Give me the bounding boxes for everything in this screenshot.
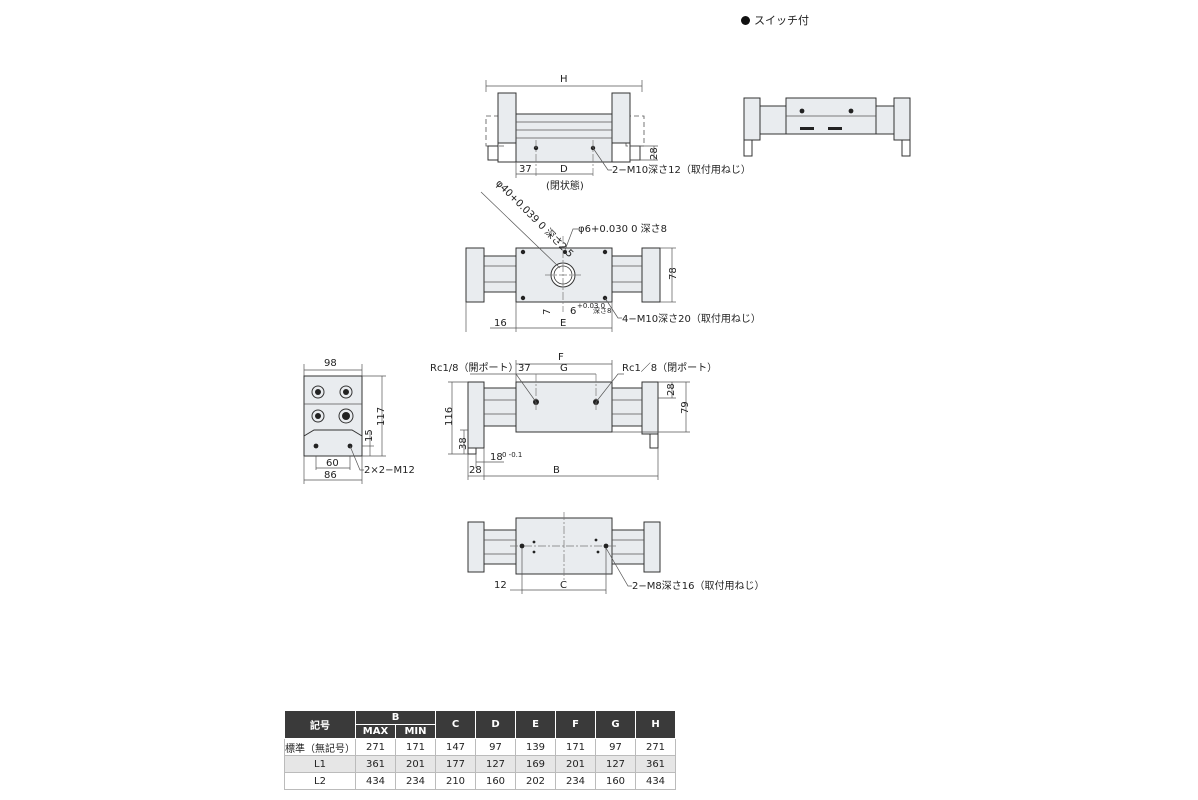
cell: 169 [515, 755, 556, 773]
legend-switch: スイッチ付 [741, 12, 809, 28]
cell: 139 [515, 738, 556, 756]
callout-m12: 2×2−M12 [364, 465, 415, 476]
cell: 160 [475, 772, 516, 790]
dim-38: 38 [458, 437, 469, 450]
cell: 160 [595, 772, 636, 790]
table-row: L1 361 201 177 127 169 201 127 361 [284, 755, 676, 773]
callout-rc-left: Rc1/8（開ポート） [430, 362, 519, 374]
cell: 177 [435, 755, 476, 773]
dim-18: 18 [490, 452, 503, 463]
header-min: MIN [395, 724, 436, 739]
dim-7: 7 [542, 309, 553, 315]
cell: 97 [595, 738, 636, 756]
header-G: G [595, 710, 636, 739]
cell: 234 [395, 772, 436, 790]
callout-m10-20: 4−M10深さ20（取付用ねじ） [622, 312, 761, 325]
legend-label: スイッチ付 [754, 14, 809, 27]
cell: 171 [395, 738, 436, 756]
dim-28-top: 28 [649, 147, 660, 160]
dim-86: 86 [324, 470, 337, 481]
dim-79: 79 [680, 401, 691, 414]
dim-78: 78 [668, 267, 679, 280]
cell: 234 [555, 772, 596, 790]
dim-C: C [560, 580, 567, 591]
dim-12: 12 [494, 580, 507, 591]
cell: 201 [395, 755, 436, 773]
cell: 97 [475, 738, 516, 756]
dim-D: D [560, 164, 568, 175]
cell: 271 [635, 738, 676, 756]
table-row: L2 434 234 210 160 202 234 160 434 [284, 772, 676, 790]
dim-37-front: 37 [518, 363, 531, 374]
dim-B: B [553, 465, 560, 476]
cell: 434 [355, 772, 396, 790]
cell: 271 [355, 738, 396, 756]
dim-15: 15 [364, 429, 375, 442]
callout-m10-12: 2−M10深さ12（取付用ねじ） [612, 163, 751, 176]
cell: 127 [595, 755, 636, 773]
dim-116: 116 [444, 407, 455, 426]
view-bottom: 12 C 2−M8深さ16（取付用ねじ） [467, 512, 764, 594]
header-B: B [355, 710, 436, 725]
dim-18-tol: 0 -0.1 [502, 451, 522, 459]
row-name: L2 [284, 772, 356, 790]
header-C: C [435, 710, 476, 739]
cell: 361 [635, 755, 676, 773]
row-name: L1 [284, 755, 356, 773]
dim-117: 117 [376, 407, 387, 426]
view-front-bore: 78 16 E 7 6 +0.03 0 深さ8 φ40+0.039 0 深さ2.… [465, 177, 761, 332]
header-H: H [635, 710, 676, 739]
dim-6: 6 [570, 306, 576, 317]
dimension-table: 記号 B C D E F G H MAX MIN 標準（無記号） 271 171… [284, 710, 676, 790]
header-max: MAX [355, 724, 396, 739]
cell: 434 [635, 772, 676, 790]
dim-98: 98 [324, 358, 337, 369]
dim-16: 16 [494, 318, 507, 329]
cell: 202 [515, 772, 556, 790]
dim-28-bottom: 28 [469, 465, 482, 476]
cell: 201 [555, 755, 596, 773]
view-side-end: 98 117 15 60 86 2×2−M12 [303, 358, 415, 484]
cell: 171 [555, 738, 596, 756]
view-switch-small [743, 97, 911, 157]
dim-F: F [558, 352, 564, 363]
bullet-icon [741, 16, 750, 25]
callout-m8-16: 2−M8深さ16（取付用ねじ） [632, 579, 764, 592]
dim-28-front: 28 [666, 383, 677, 396]
cell: 147 [435, 738, 476, 756]
dim-6-depth: 深さ8 [593, 306, 611, 315]
table-row: 標準（無記号） 271 171 147 97 139 171 97 271 [284, 738, 676, 756]
callout-rc-right: Rc1／8（閉ポート） [622, 362, 717, 374]
dim-E: E [560, 318, 566, 329]
dim-37-top: 37 [519, 164, 532, 175]
header-F: F [555, 710, 596, 739]
cell: 361 [355, 755, 396, 773]
header-E: E [515, 710, 556, 739]
label-closed-state: (閉状態) [546, 179, 584, 192]
cell: 127 [475, 755, 516, 773]
row-name: 標準（無記号） [284, 738, 356, 756]
header-D: D [475, 710, 516, 739]
dim-G: G [560, 363, 568, 374]
dim-6-tol: +0.03 0 [577, 302, 605, 310]
header-symbol: 記号 [284, 710, 356, 739]
view-top-closed: H 37 D 28 2−M10深さ12（取付用ねじ） (閉状態) [485, 74, 751, 192]
callout-pin6: φ6+0.030 0 深さ8 [578, 223, 667, 235]
dim-H: H [560, 74, 568, 85]
view-front-ports: F 37 G Rc1/8（開ポート） Rc1／8（閉ポート） 28 79 116 [430, 352, 717, 480]
cell: 210 [435, 772, 476, 790]
dim-60: 60 [326, 458, 339, 469]
